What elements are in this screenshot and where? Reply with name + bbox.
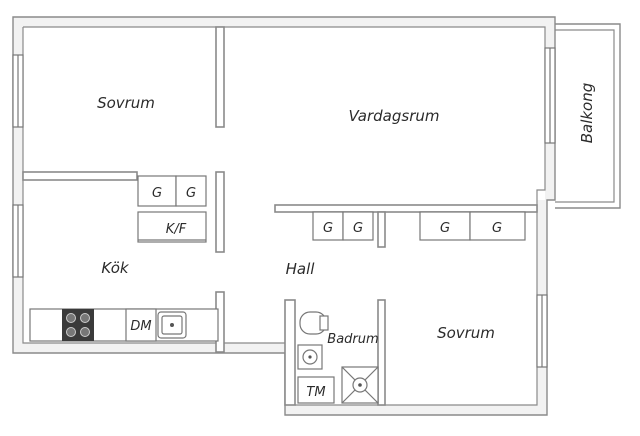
wardrobe-label: G: [186, 186, 196, 201]
room-label-sovrum: Sovrum: [97, 94, 155, 112]
room-label-badrum: Badrum: [327, 332, 378, 347]
washing-machine-label: TM: [306, 385, 325, 400]
dishwasher-label: DM: [130, 319, 151, 334]
toilet-icon: [299, 311, 329, 335]
sink-icon: [157, 311, 187, 339]
wardrobe-label: G: [323, 221, 333, 236]
wardrobe-label: G: [492, 221, 502, 236]
room-label-hall: Hall: [286, 260, 316, 278]
washing-machine: TM: [297, 376, 335, 404]
fridge-freezer-label: K/F: [166, 222, 187, 237]
balcony-outline: [555, 23, 621, 209]
fridge-freezer: K/F: [137, 211, 207, 243]
room-label-balkong: Balkong: [578, 83, 596, 144]
window-icon: [12, 47, 556, 368]
room-label-vardagsrum: Vardagsrum: [349, 107, 440, 125]
interior-walls: [22, 26, 538, 406]
room-label-kok: Kök: [101, 259, 129, 277]
wardrobe-group-bedroom: G G: [419, 211, 526, 241]
wardrobe-label: G: [353, 221, 363, 236]
wardrobe-label: G: [152, 186, 162, 201]
wardrobe-group-kitchen: G G: [137, 175, 207, 207]
stove-icon: [62, 309, 94, 341]
room-label-sovrum-2: Sovrum: [437, 324, 495, 342]
wardrobe-group-hall: G G: [312, 211, 374, 241]
basin-icon: [297, 344, 323, 370]
shower-icon: [341, 366, 379, 404]
wardrobe-label: G: [440, 221, 450, 236]
kitchen-counter: DM: [29, 308, 219, 342]
